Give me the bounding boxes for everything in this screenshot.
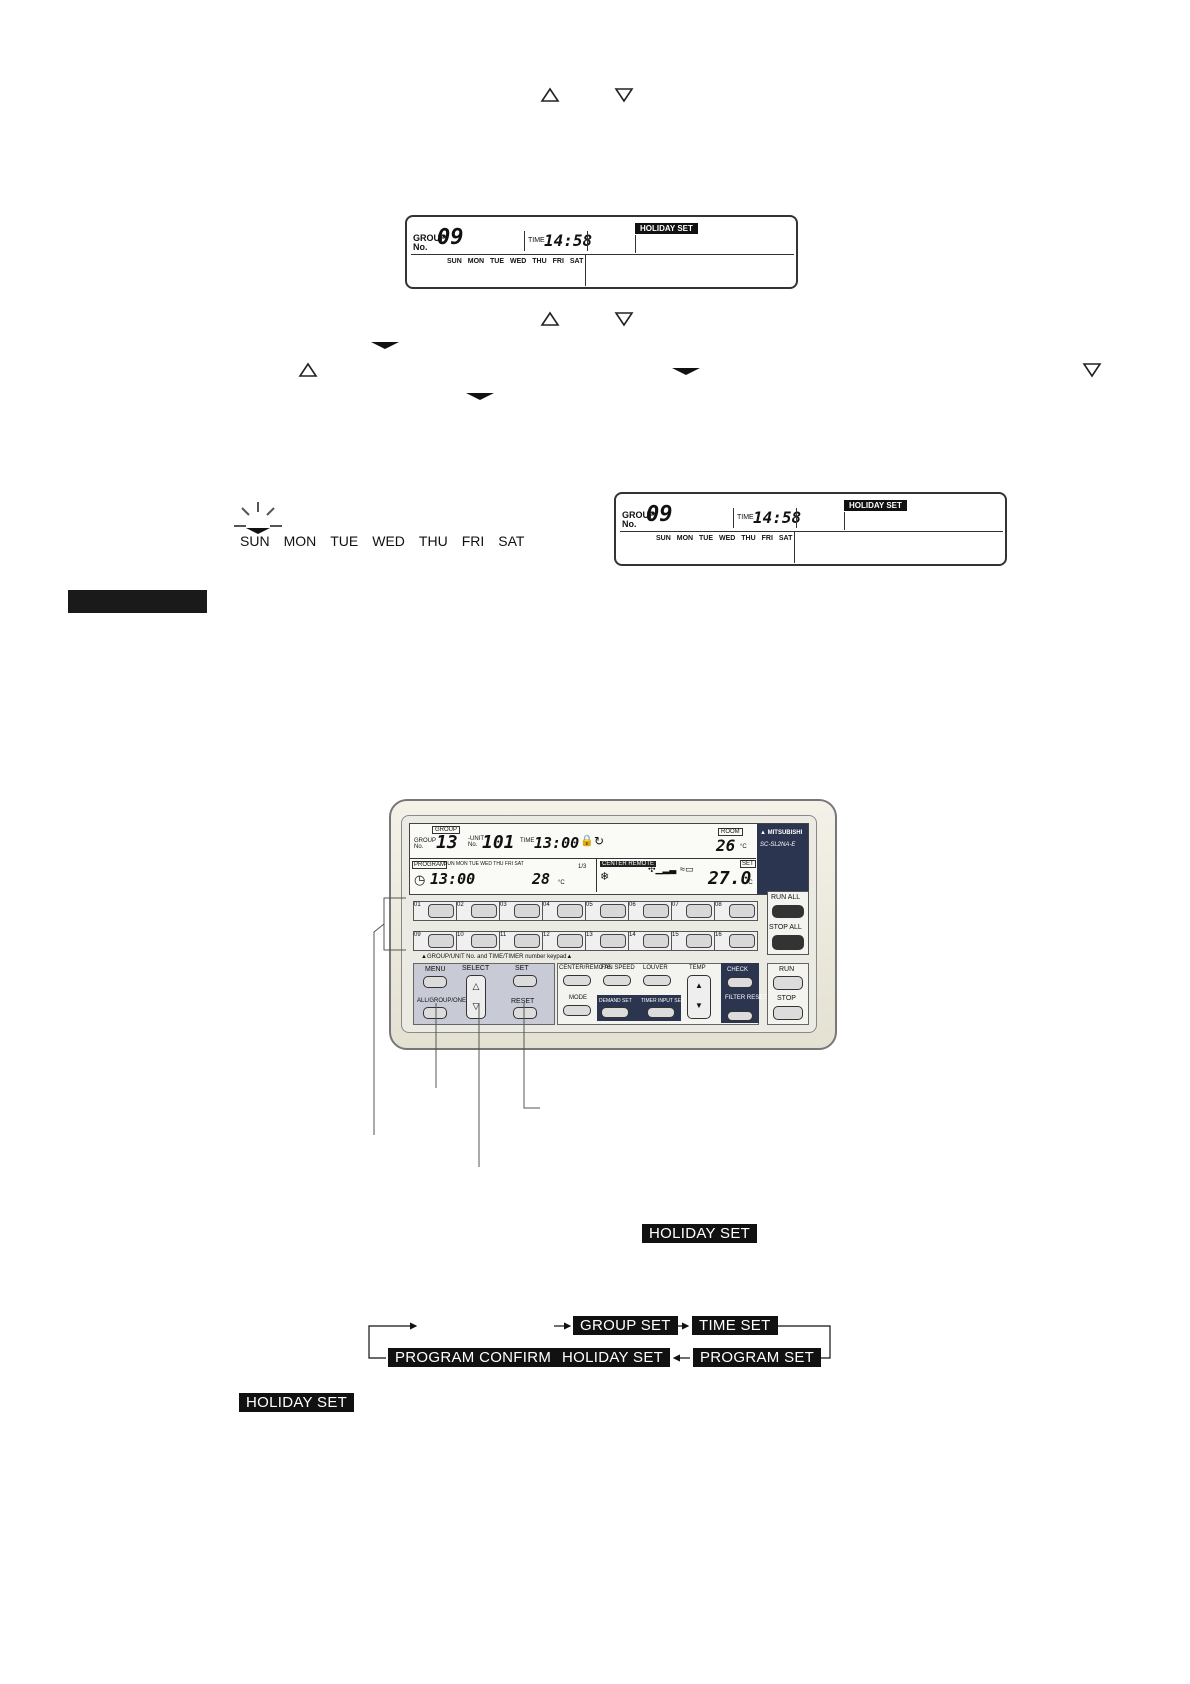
remote-unit-number: 101 (482, 832, 515, 853)
group-key-06[interactable]: 06 (628, 901, 672, 921)
group-key-15[interactable]: 15 (671, 931, 715, 951)
room-temp: 26 (716, 836, 736, 855)
group-key-07[interactable]: 07 (671, 901, 715, 921)
weekday-row: SUN MON TUE WED THU FRI SAT (656, 535, 793, 542)
program-confirm-tag: PROGRAM CONFIRM (388, 1348, 559, 1367)
group-key-10[interactable]: 10 (456, 931, 500, 951)
lcd-display-holiday-set: GROUP No. 09 TIME 14:58 HOLIDAY SET SUN … (405, 215, 798, 289)
lock-icon: 🔒 (580, 835, 594, 847)
keypad-label: ▲GROUP/UNIT No. and TIME/TIMER number ke… (421, 954, 573, 960)
time-label: TIME (737, 514, 754, 521)
up-triangle-icon (540, 87, 560, 102)
demand-set-button[interactable] (601, 1007, 629, 1018)
group-key-04[interactable]: 04 (542, 901, 586, 921)
remote-group-number: 13 (436, 832, 458, 853)
remote-clock-time: 13:00 (534, 834, 580, 852)
cursor-arrow-icon (672, 368, 700, 375)
up-triangle-icon (540, 311, 560, 326)
holiday-set-tag: HOLIDAY SET (642, 1224, 758, 1243)
down-triangle-icon (614, 88, 634, 103)
brand-logo: ▲ MITSUBISHI (760, 830, 803, 836)
group-number: 09 (437, 225, 464, 250)
run-button[interactable] (773, 976, 803, 990)
up-triangle-icon (298, 362, 318, 377)
program-set-tag: PROGRAM SET (693, 1348, 822, 1367)
cursor-arrow-icon (466, 393, 494, 400)
clock-icon: ◷ (414, 872, 426, 887)
stop-button[interactable] (773, 1006, 803, 1020)
program-time: 13:00 (430, 870, 476, 888)
check-button[interactable] (727, 977, 753, 988)
group-key-05[interactable]: 05 (585, 901, 629, 921)
down-triangle-icon (1082, 363, 1102, 378)
refresh-icon: ↻ (594, 834, 605, 848)
stop-all-button[interactable] (772, 935, 804, 950)
group-no-label: GROUP No. (622, 510, 656, 529)
set-temp: 27.0 (708, 868, 752, 889)
reset-button[interactable] (513, 1007, 537, 1019)
all-group-one-button[interactable] (423, 1007, 447, 1019)
group-key-08[interactable]: 08 (714, 901, 758, 921)
clock-time: 14:58 (544, 231, 593, 250)
clock-time: 14:58 (753, 508, 802, 527)
mode-button[interactable] (563, 1005, 591, 1016)
group-key-11[interactable]: 11 (499, 931, 543, 951)
timer-input-set-button[interactable] (647, 1007, 675, 1018)
holiday-set-badge: HOLIDAY SET (635, 223, 698, 234)
time-set-tag: TIME SET (692, 1316, 778, 1335)
group-no-label: GROUP No. (413, 233, 447, 252)
filter-reset-button[interactable] (727, 1011, 753, 1021)
program-temp: 28 (532, 870, 551, 888)
center-remote-button[interactable] (563, 975, 591, 986)
weekday-row: SUN MON TUE WED THU FRI SAT (447, 258, 584, 265)
fan-speed-button[interactable] (603, 975, 631, 986)
temp-button[interactable]: ▲▼ (687, 975, 711, 1019)
section-header-bar (68, 590, 207, 613)
louver-icon: ≈▭ (680, 864, 694, 874)
group-key-13[interactable]: 13 (585, 931, 629, 951)
group-number: 09 (646, 502, 673, 527)
group-key-09[interactable]: 09 (413, 931, 457, 951)
group-set-tag: GROUP SET (573, 1316, 678, 1335)
run-all-button[interactable] (772, 905, 804, 918)
down-triangle-icon (614, 312, 634, 327)
time-label: TIME (528, 237, 545, 244)
group-key-16[interactable]: 16 (714, 931, 758, 951)
louver-button[interactable] (643, 975, 671, 986)
holiday-set-badge: HOLIDAY SET (844, 500, 907, 511)
menu-button[interactable] (423, 976, 447, 988)
select-button[interactable]: △▽ (466, 975, 486, 1019)
blink-burst-icon (234, 502, 282, 534)
group-key-03[interactable]: 03 (499, 901, 543, 921)
cursor-arrow-icon (371, 342, 399, 349)
fan-icon: ✣▁▂▃ (648, 864, 677, 874)
lcd-display-holiday-set: GROUP No. 09 TIME 14:58 HOLIDAY SET SUN … (614, 492, 1007, 566)
holiday-set-tag: HOLIDAY SET (555, 1348, 671, 1367)
snowflake-icon: ❄ (600, 871, 610, 883)
holiday-set-tag: HOLIDAY SET (239, 1393, 355, 1412)
set-button[interactable] (513, 975, 537, 987)
model-name: SC-SL2NA-E (760, 842, 796, 848)
